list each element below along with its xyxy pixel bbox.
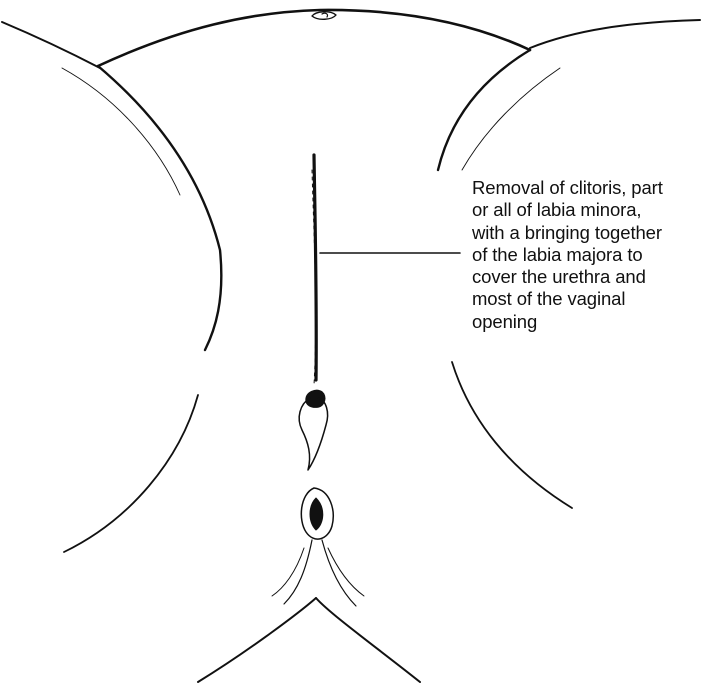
right-thigh-outer-contour	[530, 20, 700, 48]
perineal-teardrop	[299, 398, 327, 470]
gluteal-cleft-left	[284, 540, 312, 604]
gluteal-crease-left	[272, 548, 304, 596]
right-inner-thigh-fold	[462, 68, 560, 170]
annotation-line: Removal of clitoris, part	[472, 177, 700, 199]
annotation-line: most of the vaginal	[472, 288, 700, 310]
right-inner-thigh-curve	[438, 50, 530, 170]
annotation-line: cover the urethra and	[472, 266, 700, 288]
left-buttock-curve	[198, 598, 316, 682]
right-buttock-curve	[316, 598, 420, 682]
annotation-line: opening	[472, 311, 700, 333]
left-lower-thigh-curve	[64, 395, 198, 552]
annotation-line: with a bringing together	[472, 222, 700, 244]
annotation-line: or all of labia minora,	[472, 199, 700, 221]
right-lower-thigh-curve	[452, 362, 572, 508]
left-inner-thigh-curve	[98, 66, 221, 350]
anal-region	[301, 488, 333, 539]
gluteal-cleft-right	[322, 540, 356, 606]
procedure-annotation: Removal of clitoris, part or all of labi…	[472, 177, 700, 333]
umbilicus-mark	[312, 12, 336, 20]
annotation-line: of the labia majora to	[472, 244, 700, 266]
left-thigh-outer-contour	[2, 22, 100, 68]
pubic-curve	[98, 10, 530, 66]
